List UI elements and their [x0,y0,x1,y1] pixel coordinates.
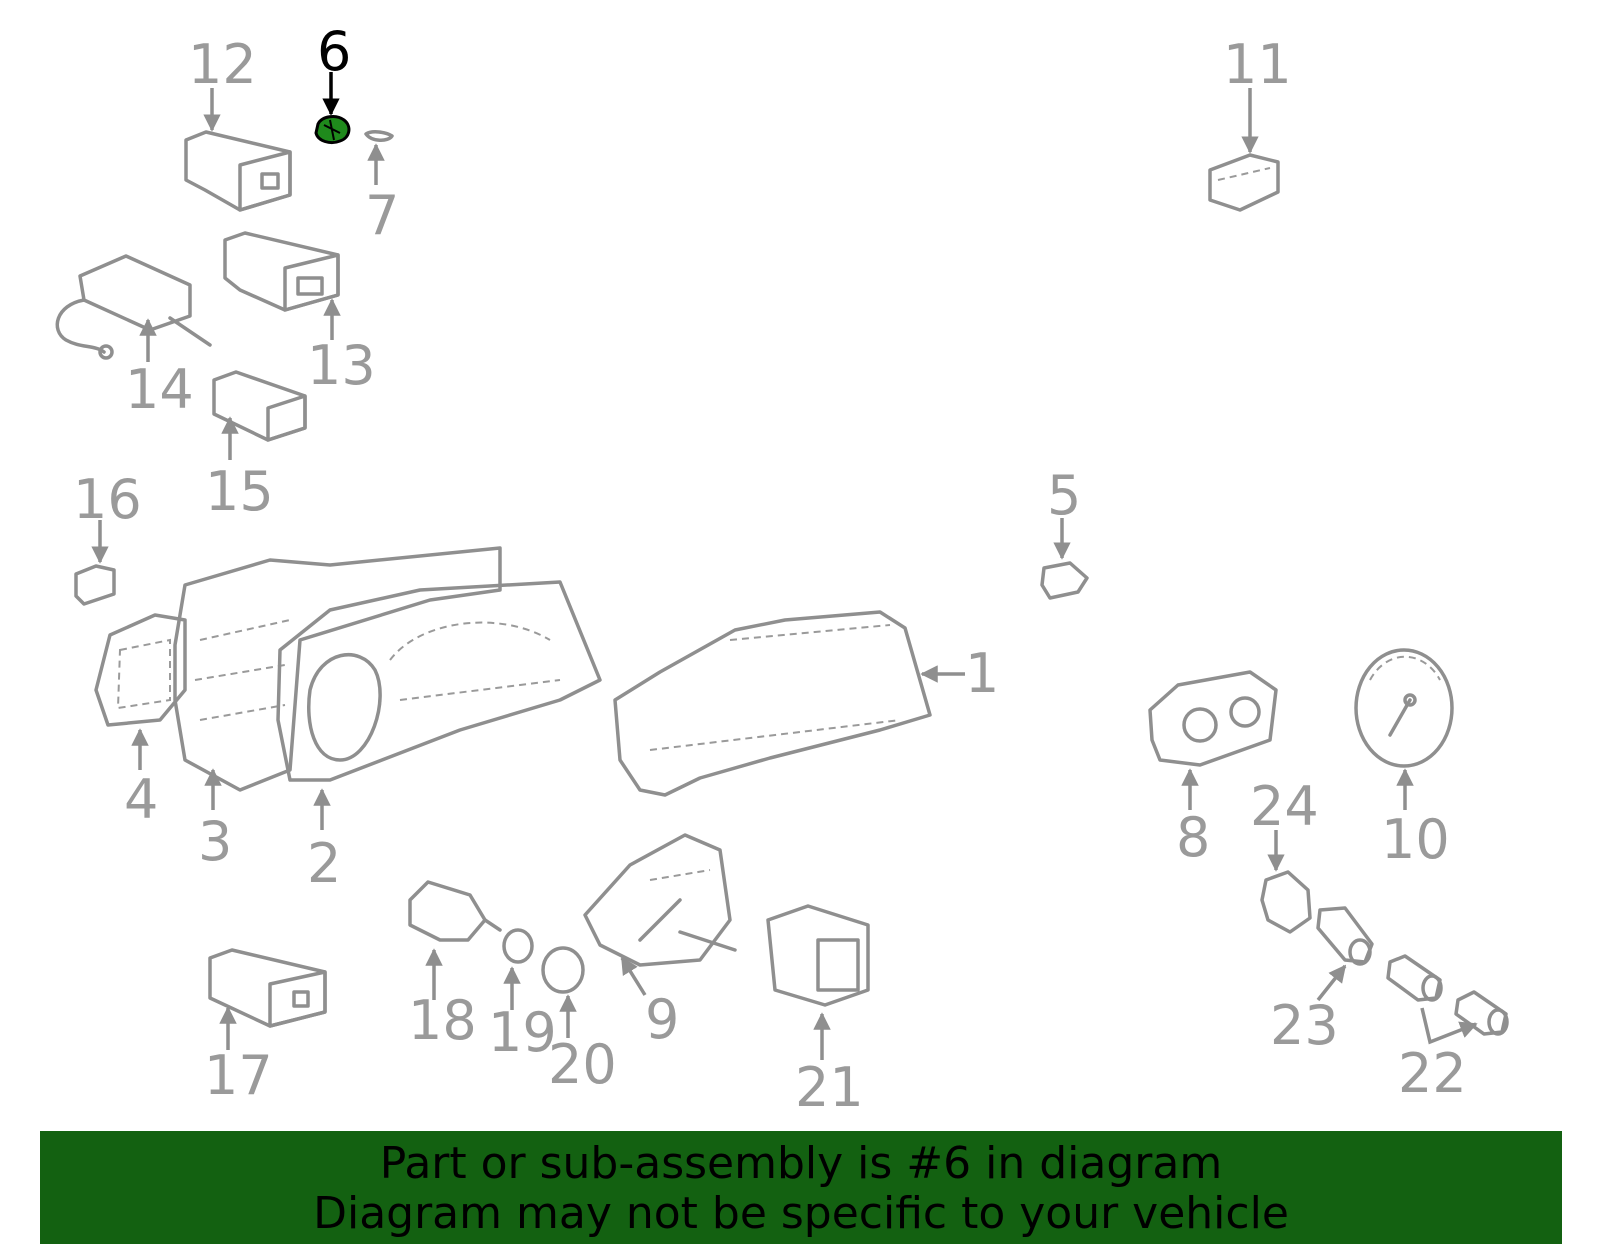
part-16-socket[interactable] [74,564,116,606]
part-4-case[interactable] [94,613,187,727]
part-5-bracket[interactable] [1040,561,1089,600]
callout-12: 12 [188,33,257,96]
part-17-switch[interactable] [208,948,327,1028]
part-1-lens[interactable] [613,610,932,797]
part-9-speedometer[interactable] [583,833,737,967]
callout-22: 22 [1398,1042,1467,1105]
part-7-clip[interactable] [364,130,394,142]
callout-19: 19 [488,1001,557,1064]
callout-24: 24 [1250,775,1319,838]
part-3-circuit-plate[interactable] [173,546,502,792]
callout-21: 21 [795,1056,864,1119]
callout-16: 16 [73,468,142,531]
part-23-socket[interactable] [1316,906,1374,966]
callout-10: 10 [1381,808,1450,871]
part-2-cluster-body[interactable] [276,580,602,782]
part-12-switch[interactable] [184,130,292,212]
callout-9: 9 [645,988,679,1051]
callout-18: 18 [408,989,477,1052]
part-19-knob[interactable] [502,928,534,964]
callout-11: 11 [1223,33,1292,96]
callout-7: 7 [365,184,399,247]
leader-22 [1420,1007,1478,1045]
banner-line-2: Diagram may not be specific to your vehi… [313,1188,1289,1239]
part-22-lighter[interactable] [1386,954,1509,1036]
banner-line-1: Part or sub-assembly is #6 in diagram [379,1138,1223,1189]
callout-23: 23 [1270,994,1339,1057]
part-8-gauge[interactable] [1148,670,1278,767]
part-6-highlighted[interactable] [314,115,351,145]
leader-23 [1316,964,1347,1002]
part-21-switch[interactable] [766,904,870,1007]
part-13-switch[interactable] [223,231,340,312]
callout-13: 13 [307,334,376,397]
part-18-motor[interactable] [408,880,502,942]
callout-8: 8 [1176,806,1210,869]
callout-17: 17 [204,1044,273,1107]
part-20-knob[interactable] [541,946,585,994]
callout-4: 4 [124,768,158,831]
part-11-module[interactable] [1208,153,1280,212]
callout-2: 2 [307,832,341,895]
callout-20: 20 [548,1033,617,1096]
callout-3: 3 [198,810,232,873]
part-15-switch[interactable] [212,370,307,442]
callout-15: 15 [205,460,274,523]
callout-5: 5 [1047,464,1081,527]
info-banner: Part or sub-assembly is #6 in diagram Di… [40,1131,1562,1244]
callout-6: 6 [317,20,351,83]
callout-1: 1 [965,642,999,705]
part-10-speedometer[interactable] [1354,648,1454,768]
leader-9 [620,956,647,996]
callout-14: 14 [125,358,194,421]
part-24-socket[interactable] [1260,870,1312,934]
part-14-module[interactable] [55,254,212,360]
